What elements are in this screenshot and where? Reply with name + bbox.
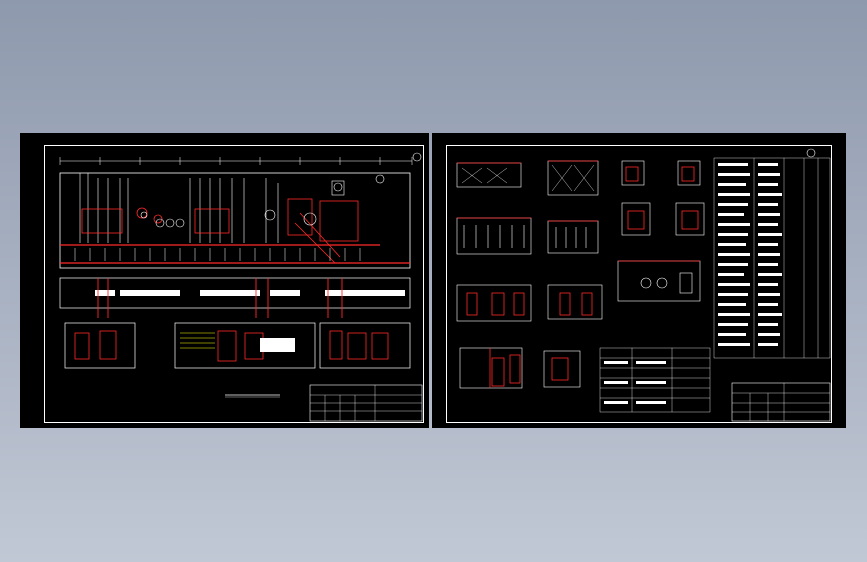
sheet-border — [446, 145, 832, 423]
north-arrow-icon — [806, 148, 816, 158]
floor-plan-drawing[interactable] — [20, 133, 429, 428]
drawing-sheet-left[interactable] — [20, 133, 429, 428]
title-block — [731, 382, 831, 422]
sheet-border — [44, 145, 424, 423]
detail-sheet-drawing[interactable] — [432, 133, 846, 428]
north-arrow-icon — [412, 152, 422, 162]
drawing-sheet-right[interactable] — [432, 133, 846, 428]
